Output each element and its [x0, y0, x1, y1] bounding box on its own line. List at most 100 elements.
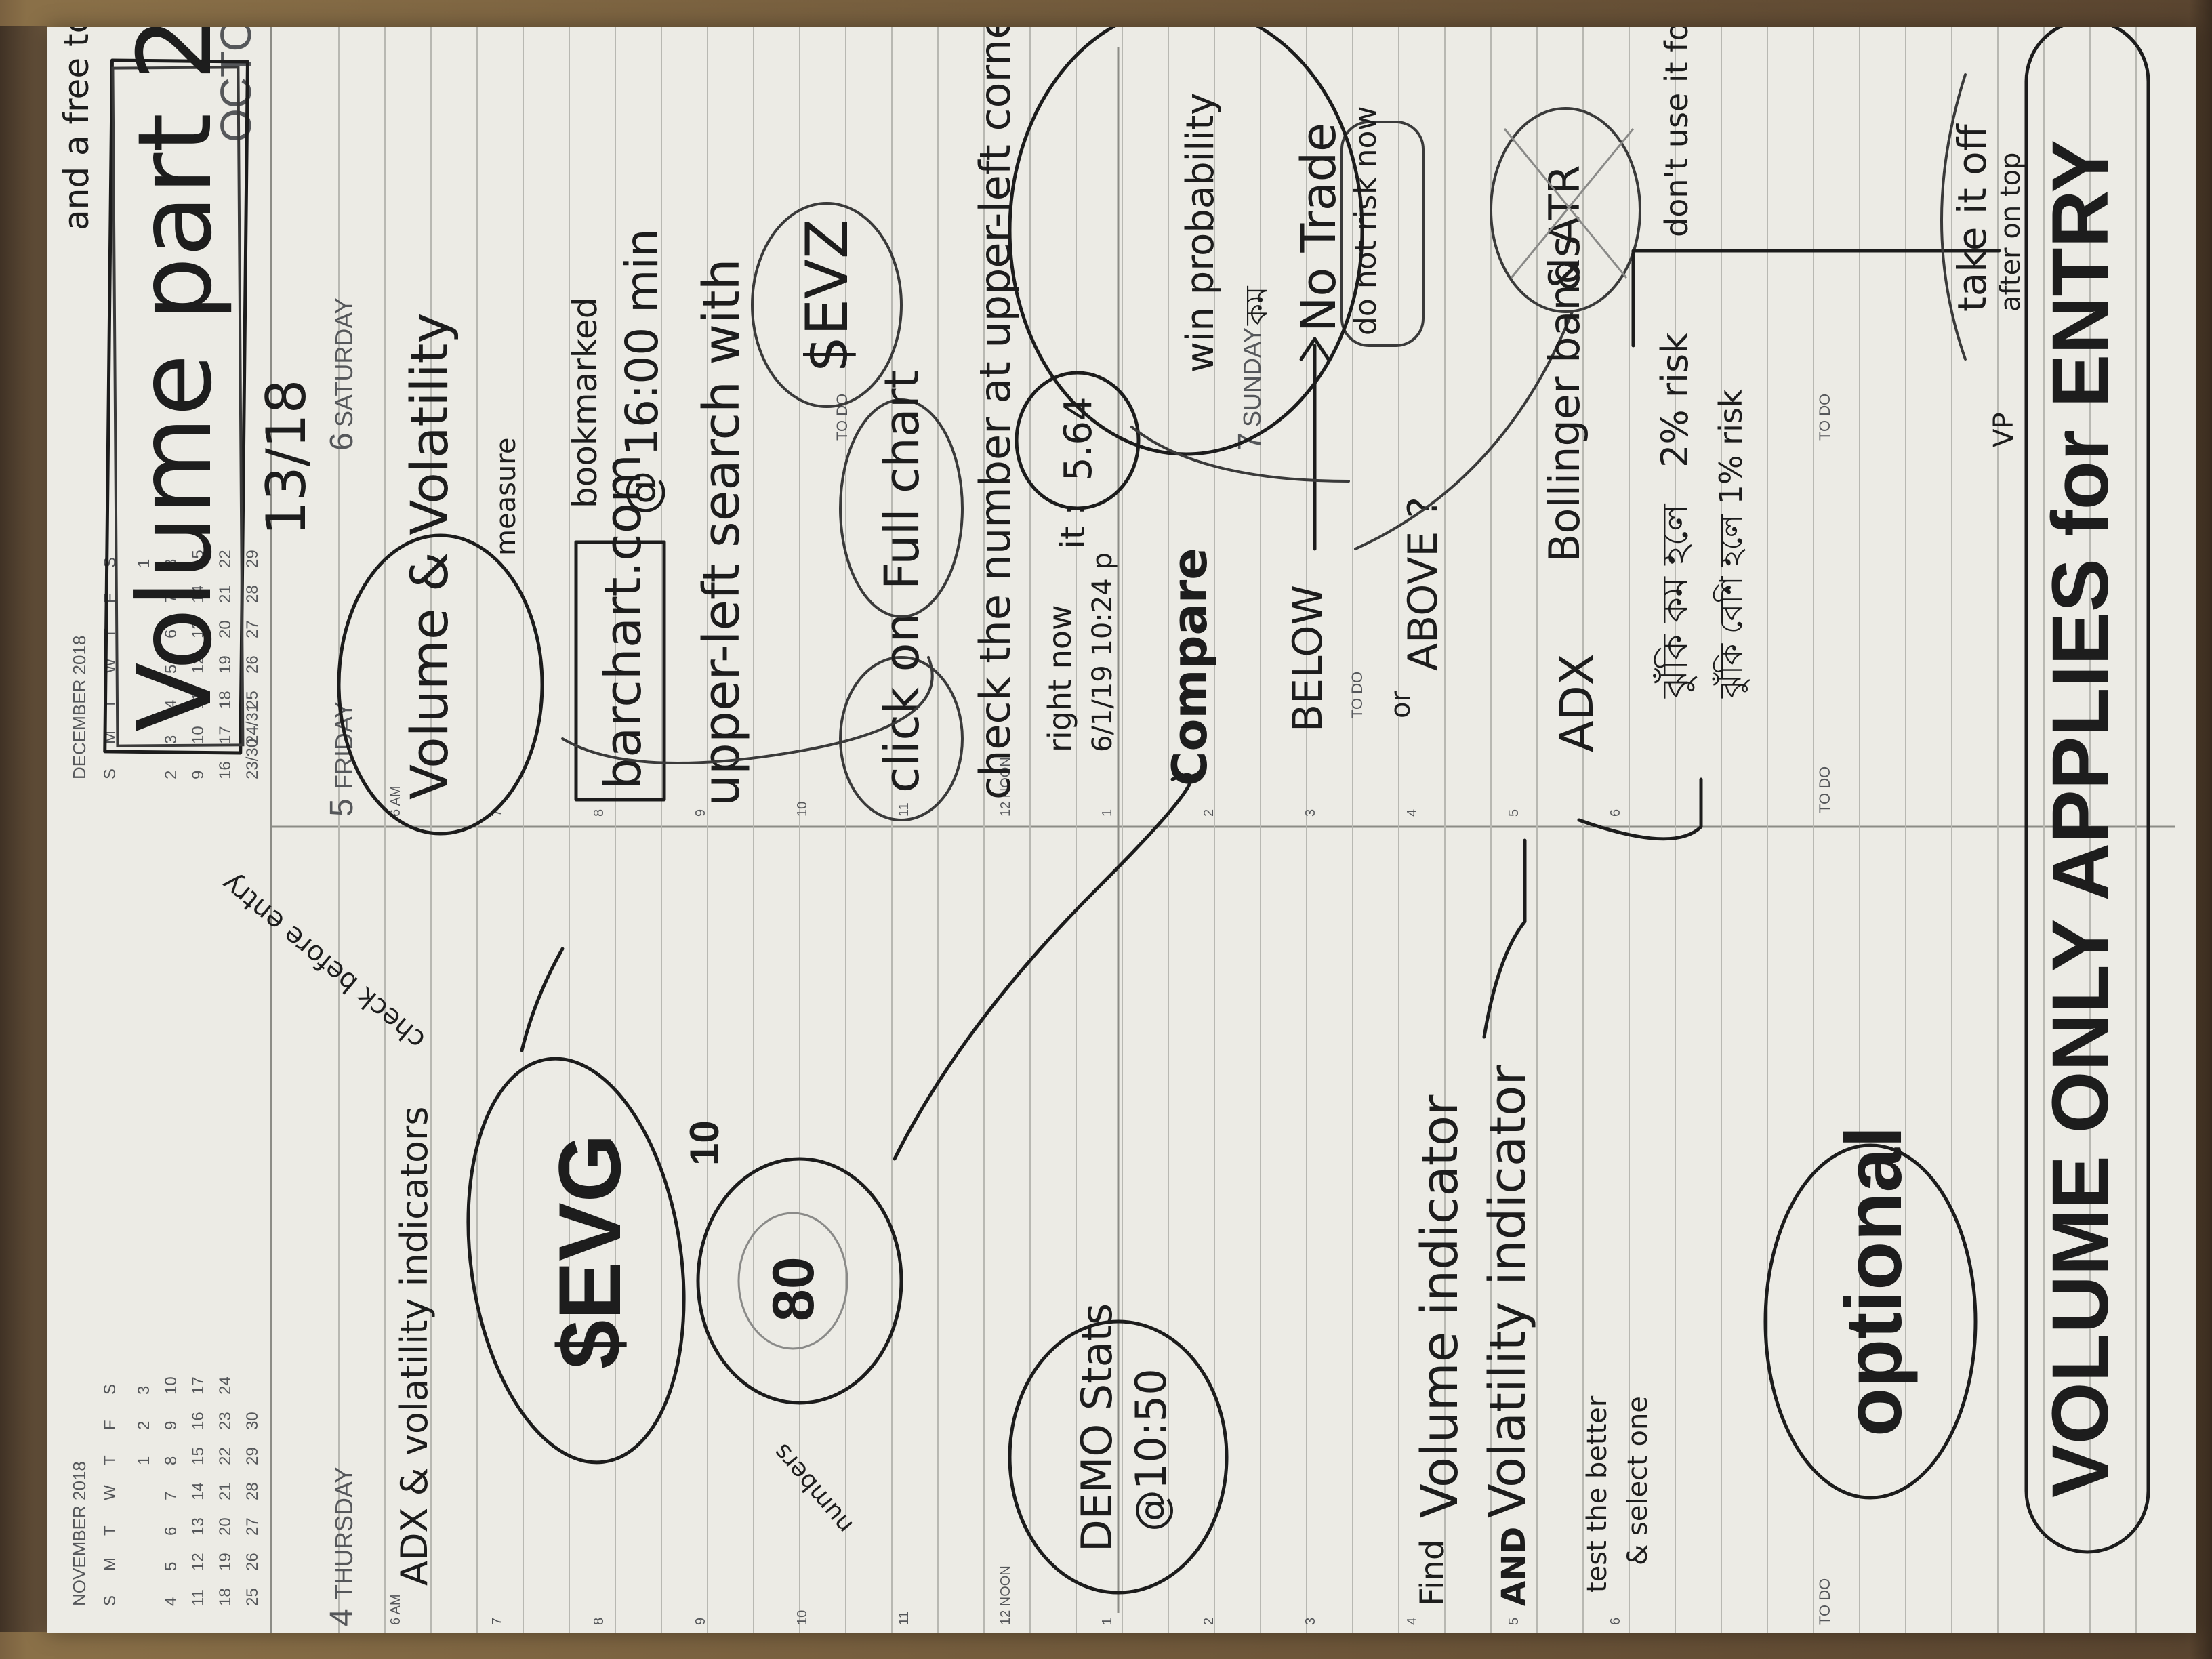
day-name: SUNDAY [1238, 327, 1266, 427]
search-instruction: upper-left search with [693, 259, 751, 806]
calendar-title: NOVEMBER 2018 [69, 1461, 89, 1606]
value-ten: 10 [682, 1120, 727, 1166]
reading-value: 5.64 [1057, 396, 1101, 481]
compare-note: Compare [1162, 548, 1218, 786]
demo-time: @10:50 [1126, 1368, 1176, 1532]
calendar-day: 12 [189, 655, 207, 674]
hour-label: 5 [1507, 1618, 1521, 1625]
weekday-header: M [101, 1557, 119, 1571]
hour-label: 2 [1202, 809, 1216, 817]
hour-label: 3 [1303, 1618, 1318, 1625]
hour-label: 7 [490, 809, 505, 817]
calendar-day: 17 [216, 726, 234, 744]
calendar-day: 4 [162, 1597, 180, 1606]
calendar-day: 29 [243, 550, 262, 568]
day-name: THURSDAY [330, 1467, 358, 1599]
demo-stats-circle: DEMO Stats @10:50 [1008, 1303, 1229, 1595]
dont-use-note: don't use it for volatility. [1658, 27, 1695, 237]
ticker-evz: $EVZ [794, 219, 861, 373]
numbers-label: numbers [768, 1438, 859, 1538]
calendar-day: 2 [162, 771, 180, 779]
calendar-day: 21 [216, 1482, 234, 1500]
todo-label: TO DO [1816, 766, 1833, 813]
calendar-day: 29 [243, 1447, 262, 1465]
day-header-saturday: 6 SATURDAY [324, 298, 360, 451]
hour-label: 6 [1608, 1618, 1623, 1625]
calendar-day: 28 [243, 585, 262, 603]
calendar-day: 6 [162, 630, 180, 638]
day-header-friday: 5 FRIDAY [324, 702, 360, 817]
barchart-box: barchart.com bookmarked @ 16:00 min [565, 228, 668, 802]
calendar-day: 1 [135, 559, 153, 568]
take-it-off-bracket: take it off after on top [1940, 73, 2026, 361]
bengali-word: কম [1238, 285, 1275, 326]
calendar-day: 22 [216, 550, 234, 568]
vp-label: VP [1988, 413, 2020, 447]
todo-label: TO DO [1816, 1578, 1833, 1625]
weekday-header: T [101, 1455, 119, 1465]
hour-label: 10 [795, 1610, 810, 1625]
calendar-day: 30 [243, 1412, 262, 1430]
calendar-day: 22 [216, 1447, 234, 1465]
bookmarked-note: bookmarked [565, 298, 605, 508]
below-label: BELOW [1284, 585, 1332, 732]
calendar-day: 12 [189, 1553, 207, 1571]
or-label: or [1385, 691, 1416, 718]
hour-label: 9 [693, 1618, 708, 1625]
evg-circle: $EVG [466, 1057, 686, 1465]
select-one-note: & select one [1622, 1396, 1654, 1565]
calendar-day: 26 [243, 655, 262, 674]
after-on-top-note: after on top [1995, 152, 2026, 312]
day-number: 4 [324, 1608, 360, 1626]
hour-label: 8 [592, 809, 607, 817]
calendar-day: 17 [189, 1376, 207, 1395]
calendar-day: 18 [216, 691, 234, 709]
atr-circle: & ATR [1490, 107, 1641, 313]
calendar-day: 8 [162, 1456, 180, 1465]
full-chart-circle: Full chart [839, 370, 964, 618]
calendar-day: 8 [162, 559, 180, 568]
calendar-day: 14 [189, 585, 207, 603]
calendar-day: 18 [216, 1588, 234, 1606]
calendar-day: 27 [243, 620, 262, 638]
hour-label: 9 [693, 809, 708, 817]
hour-label: 6 [1608, 809, 1623, 817]
calendar-day: 9 [189, 771, 207, 779]
hour-label: 1 [1100, 809, 1115, 817]
hour-label: 12 NOON [998, 1565, 1013, 1625]
calendar-day: 13 [189, 620, 207, 638]
calendar-title: DECEMBER 2018 [69, 636, 89, 779]
calendar-day: 23 [216, 1412, 234, 1430]
calendar-day: 16 [216, 761, 234, 779]
calendar-day: 26 [243, 1553, 262, 1571]
no-trade-note: No Trade [1291, 123, 1347, 332]
volatility-indicator: Volatility indicator [1479, 1065, 1537, 1518]
calendar-day: 5 [162, 1562, 180, 1571]
calendar-day: 3 [135, 1386, 153, 1395]
bengali-risk-note: ঝুঁকি কম হলে [1653, 504, 1698, 699]
weekday-header: S [101, 1384, 119, 1395]
hour-label: 11 [897, 802, 912, 817]
calendar-day: 1 [135, 1456, 153, 1465]
calendar-day: 7 [162, 594, 180, 603]
hour-label: 6 AM [388, 785, 403, 817]
calendar-day: 2 [135, 1421, 153, 1430]
day-number: 5 [324, 798, 360, 817]
measure-note: measure [491, 438, 522, 556]
calendar-day: 5 [162, 665, 180, 674]
calendar-day: 15 [189, 550, 207, 568]
numbers-circle: 80 10 numbers [682, 1120, 903, 1539]
calendar-day: 28 [243, 1482, 262, 1500]
todo-label: TO DO [1816, 394, 1833, 441]
full-chart-note: Full chart [874, 370, 930, 590]
calendar-day: 24/31 [243, 703, 262, 744]
click-on-circle: click on [839, 613, 964, 821]
hour-label: 6 AM [388, 1594, 403, 1625]
weekday-header: W [101, 1485, 119, 1500]
hour-label: 5 [1507, 809, 1521, 817]
day-header-thursday: 4 THURSDAY [324, 1467, 360, 1626]
calendar-day: 13 [189, 1517, 207, 1536]
